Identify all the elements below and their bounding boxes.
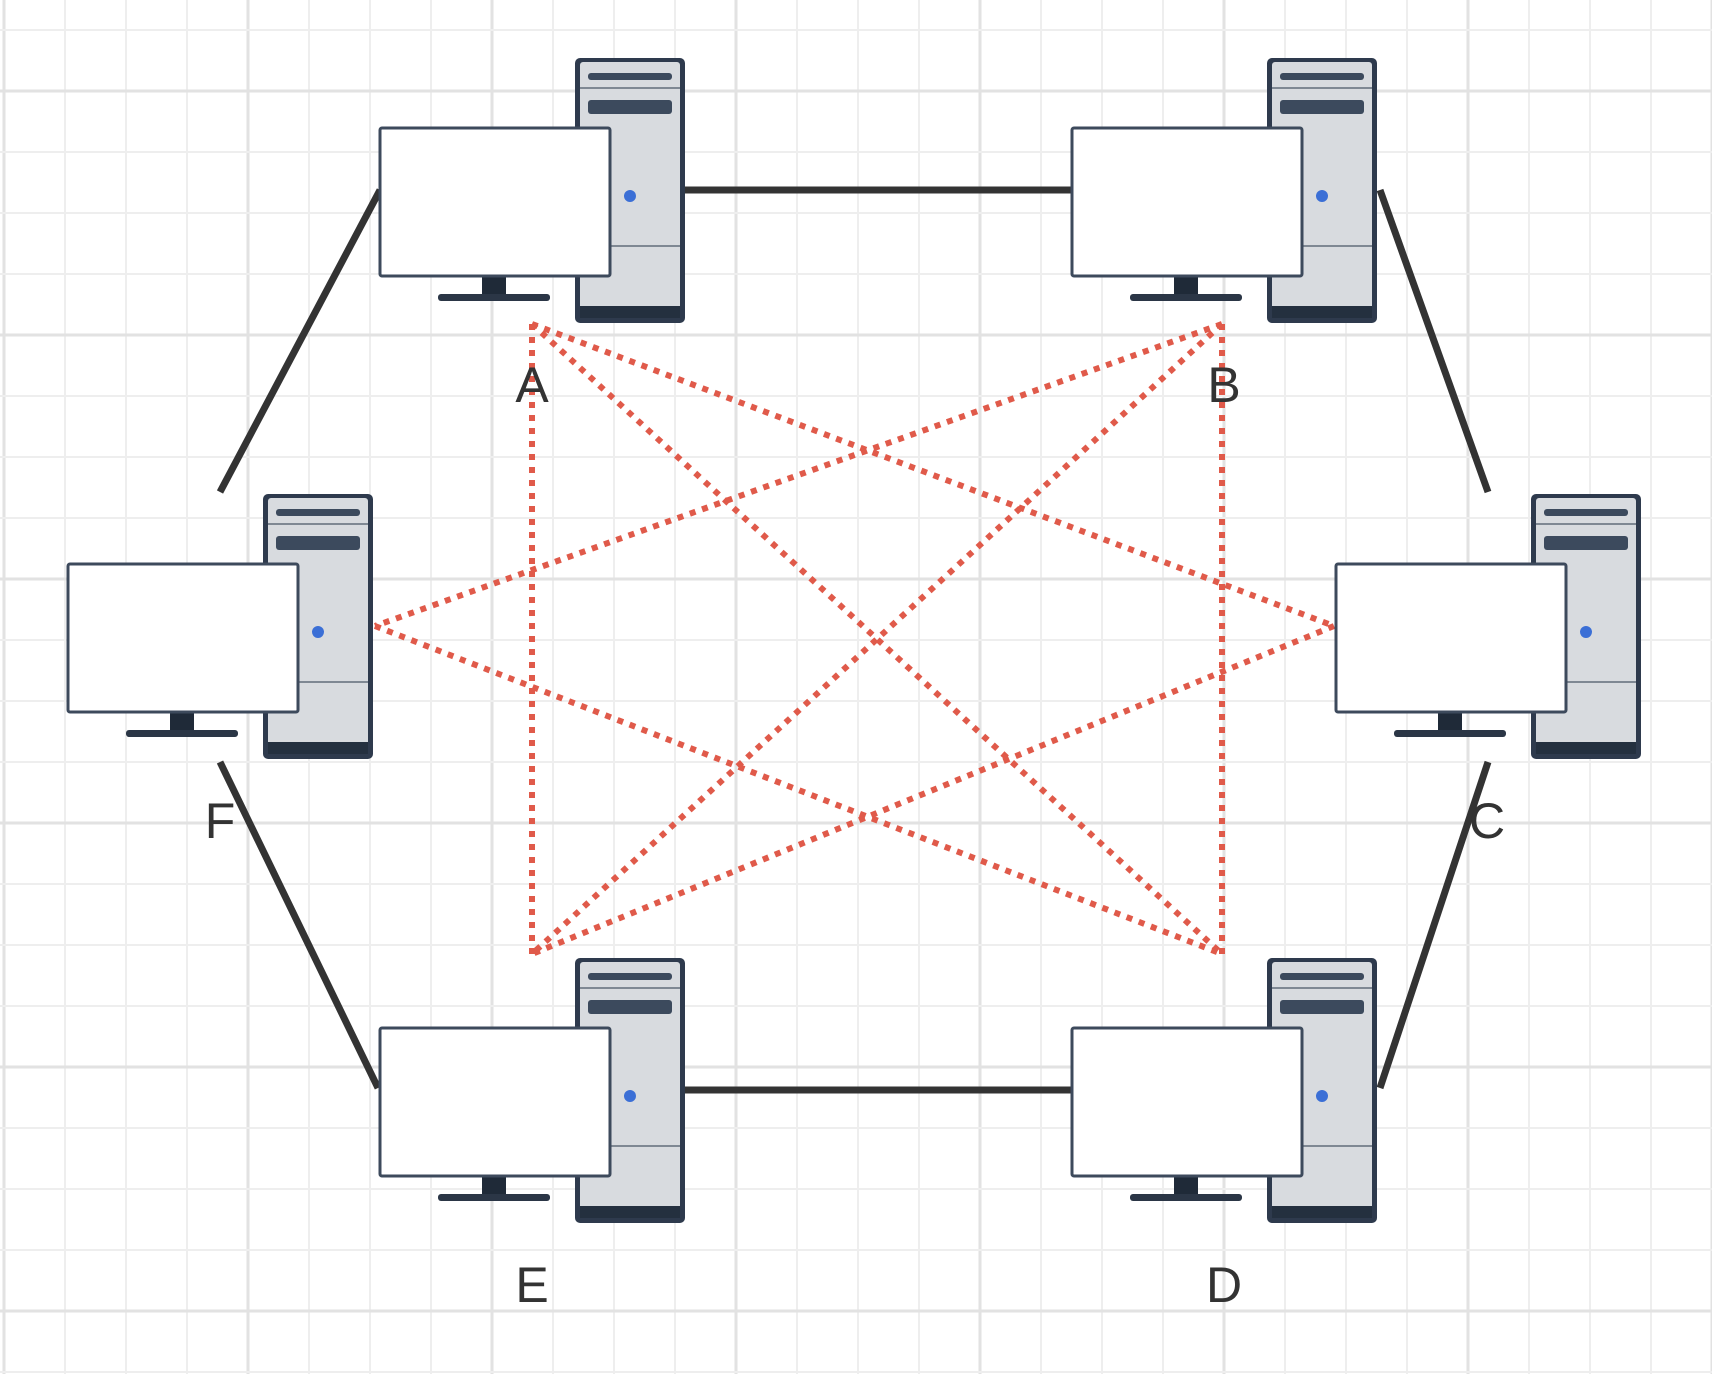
drive-bay: [588, 1000, 672, 1014]
wireless-link-f-d: [373, 623, 1224, 957]
monitor-neck: [482, 274, 506, 296]
node-label: A: [515, 357, 549, 413]
monitor-foot: [1130, 294, 1242, 301]
wired-link-e-f: [216, 760, 382, 1090]
desktop-computer-icon: [66, 494, 373, 759]
desktop-computer-icon: [1334, 494, 1641, 759]
node-label: B: [1207, 357, 1240, 413]
tower-base: [268, 742, 368, 754]
node-label: E: [515, 1257, 548, 1313]
power-led: [312, 626, 324, 638]
monitor-neck: [1174, 1174, 1198, 1196]
tower-base: [580, 306, 680, 318]
drive-slot: [1280, 73, 1364, 80]
drive-slot: [1544, 509, 1628, 516]
computer-nodes: A B C D E F: [66, 58, 1641, 1313]
desktop-computer-icon: [378, 958, 685, 1223]
monitor-neck: [1438, 710, 1462, 732]
drive-slot: [588, 73, 672, 80]
monitor-foot: [1130, 1194, 1242, 1201]
monitor-screen: [1334, 562, 1568, 714]
wireless-link-b-f: [373, 321, 1224, 629]
monitor-foot: [1394, 730, 1506, 737]
monitor-neck: [1174, 274, 1198, 296]
drive-bay: [276, 536, 360, 550]
desktop-computer-icon: [1070, 58, 1377, 323]
monitor-foot: [126, 730, 238, 737]
monitor-screen: [1070, 1026, 1304, 1178]
power-led: [624, 1090, 636, 1102]
monitor-foot: [438, 1194, 550, 1201]
drive-bay: [1544, 536, 1628, 550]
monitor-foot: [438, 294, 550, 301]
tower-base: [1272, 306, 1372, 318]
monitor-screen: [66, 562, 300, 714]
power-led: [624, 190, 636, 202]
drive-bay: [588, 100, 672, 114]
wired-links: [216, 186, 1492, 1094]
monitor-neck: [482, 1174, 506, 1196]
tower-base: [1536, 742, 1636, 754]
wireless-links: [373, 321, 1336, 957]
wireless-link-c-e: [530, 623, 1336, 957]
tower-base: [1272, 1206, 1372, 1218]
computer-f[interactable]: F: [66, 494, 373, 849]
drive-slot: [588, 973, 672, 980]
monitor-screen: [378, 126, 612, 278]
computer-b[interactable]: B: [1070, 58, 1377, 413]
monitor-screen: [1070, 126, 1304, 278]
computer-e[interactable]: E: [378, 958, 685, 1313]
wired-link-f-a: [216, 188, 384, 494]
node-label: F: [205, 793, 236, 849]
computer-a[interactable]: A: [378, 58, 685, 413]
computer-c[interactable]: C: [1334, 494, 1641, 849]
drive-bay: [1280, 100, 1364, 114]
node-label: D: [1206, 1257, 1242, 1313]
node-label: C: [1469, 793, 1505, 849]
tower-base: [580, 1206, 680, 1218]
power-led: [1316, 1090, 1328, 1102]
monitor-screen: [378, 1026, 612, 1178]
desktop-computer-icon: [378, 58, 685, 323]
wired-link-c-d: [1376, 760, 1492, 1090]
power-led: [1580, 626, 1592, 638]
desktop-computer-icon: [1070, 958, 1377, 1223]
computer-d[interactable]: D: [1070, 958, 1377, 1313]
drive-slot: [276, 509, 360, 516]
drive-slot: [1280, 973, 1364, 980]
power-led: [1316, 190, 1328, 202]
drive-bay: [1280, 1000, 1364, 1014]
wired-link-b-c: [1376, 188, 1492, 494]
monitor-neck: [170, 710, 194, 732]
